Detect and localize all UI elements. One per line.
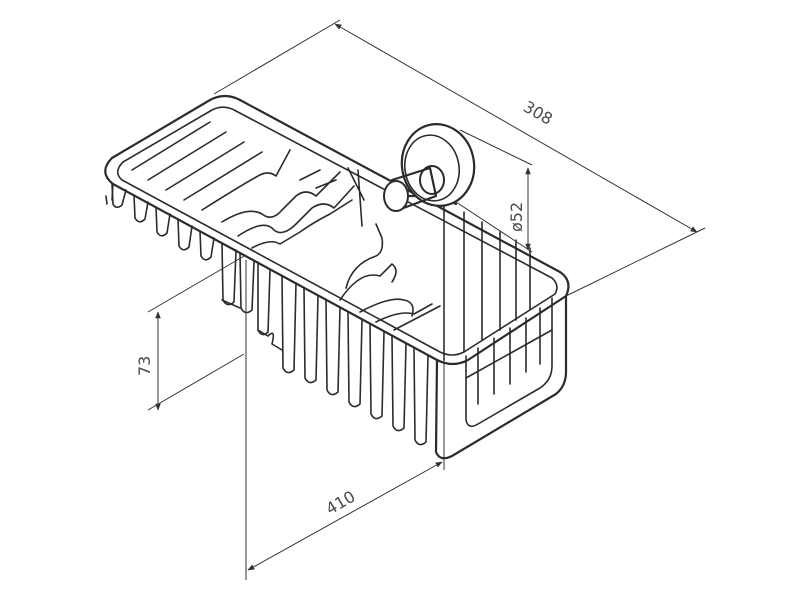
dimension-mount-diameter: ø52 bbox=[455, 129, 533, 253]
wall-mount bbox=[383, 123, 476, 212]
basket-floor-wires-left bbox=[131, 121, 355, 249]
basket bbox=[104, 94, 570, 460]
basket-top-rim-inner bbox=[116, 106, 558, 356]
basket-floor-wires-right bbox=[299, 167, 441, 331]
basket-front-wires bbox=[111, 183, 429, 446]
dimension-height: 73 bbox=[135, 254, 247, 411]
dimension-width-label: 308 bbox=[520, 97, 556, 129]
mount-arm-end bbox=[383, 180, 409, 212]
dimension-length-label: 410 bbox=[323, 487, 359, 519]
dimension-height-label: 73 bbox=[135, 356, 154, 376]
basket-left-end bbox=[105, 183, 114, 205]
dimension-mount-diameter-label: ø52 bbox=[507, 202, 526, 232]
basket-right-end bbox=[434, 294, 568, 460]
